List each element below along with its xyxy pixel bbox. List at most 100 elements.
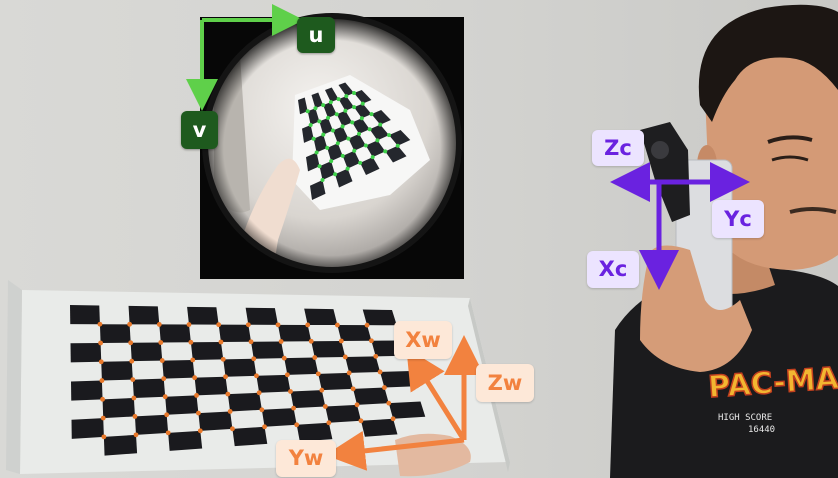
detected-corner (378, 370, 383, 375)
detected-corner (190, 358, 195, 363)
detected-corner (131, 396, 136, 401)
detected-corner (257, 390, 262, 395)
detected-corner (351, 386, 356, 391)
detected-corner (309, 339, 314, 344)
detected-corner (382, 385, 387, 390)
checker-square (133, 379, 165, 398)
detected-corner (285, 372, 290, 377)
world-axis-x-label: Xw (394, 321, 452, 359)
detected-corner (196, 411, 201, 416)
detected-corner (365, 323, 370, 328)
detected-corner (249, 339, 254, 344)
checker-square (318, 373, 353, 390)
detected-corner (359, 418, 364, 423)
detected-corner (335, 323, 340, 328)
detected-corner (219, 340, 224, 345)
checker-square (246, 308, 278, 325)
checker-square (191, 342, 223, 360)
detected-corner (127, 322, 132, 327)
detected-corner (326, 420, 331, 425)
checker-square (195, 377, 228, 396)
world-axis-y-label: Yw (276, 440, 336, 477)
detected-corner (194, 393, 199, 398)
checker-square (232, 427, 267, 446)
detected-corner (128, 340, 133, 345)
detected-corner (98, 322, 103, 327)
detected-corner (101, 434, 106, 439)
checker-square (262, 408, 297, 427)
detected-corner (98, 341, 103, 346)
detected-corner (369, 338, 374, 343)
detected-corner (259, 407, 264, 412)
detected-corner (198, 428, 203, 433)
camera-axis-z-label: Zc (592, 130, 644, 166)
checker-square (219, 325, 251, 342)
checker-square (297, 423, 333, 442)
detected-corner (129, 359, 134, 364)
checker-square (380, 371, 416, 388)
detected-corner (160, 358, 165, 363)
detected-corner (158, 340, 163, 345)
checker-square (129, 306, 160, 325)
checker-square (361, 419, 397, 437)
detected-corner (221, 357, 226, 362)
detected-corner (163, 394, 168, 399)
checker-square (71, 343, 102, 362)
detected-corner (373, 354, 378, 359)
detected-corner (305, 323, 310, 328)
checker-square (345, 356, 380, 373)
checker-square (311, 341, 345, 358)
checker-square (103, 398, 135, 418)
checker-square (165, 395, 198, 414)
checker-square (228, 393, 262, 412)
detected-corner (134, 432, 139, 437)
detected-corner (254, 373, 259, 378)
checker-square (278, 325, 311, 342)
checker-square (100, 324, 131, 343)
detected-corner (355, 402, 360, 407)
checker-square (353, 388, 389, 405)
detected-corner (130, 377, 135, 382)
detected-corner (343, 355, 348, 360)
detected-corner (262, 424, 267, 429)
checker-square (159, 324, 191, 342)
checker-square (70, 305, 100, 324)
checker-square (162, 360, 194, 379)
detected-corner (99, 359, 104, 364)
detected-corner (279, 339, 284, 344)
detected-corner (101, 416, 106, 421)
detected-corner (276, 322, 281, 327)
detected-corner (223, 374, 228, 379)
world-axis-z-label: Zw (476, 364, 534, 402)
detected-corner (391, 416, 396, 421)
detected-corner (192, 375, 197, 380)
detected-corner (339, 339, 344, 344)
checker-square (325, 405, 361, 423)
detected-corner (347, 371, 352, 376)
checker-square (135, 415, 168, 435)
detected-corner (187, 322, 192, 327)
detected-corner (246, 322, 251, 327)
detected-corner (288, 389, 293, 394)
detected-corner (216, 322, 221, 327)
detected-corner (161, 376, 166, 381)
detected-corner (316, 371, 321, 376)
camera-axis-x-label: Xc (587, 251, 639, 288)
detected-corner (188, 340, 193, 345)
checker-square (104, 435, 137, 456)
detected-corner (228, 409, 233, 414)
checker-square (131, 343, 163, 362)
detected-corner (133, 414, 138, 419)
detected-corner (386, 401, 391, 406)
detected-corner (312, 355, 317, 360)
checker-square (168, 431, 202, 451)
shirt-high-score-label: HIGH SCORE (718, 413, 772, 423)
physical-checkerboard (6, 280, 510, 476)
checker-square (389, 402, 425, 419)
detected-corner (100, 378, 105, 383)
checker-square (304, 309, 337, 325)
checker-square (71, 381, 103, 401)
checker-square (72, 418, 104, 439)
image-axis-u-label: u (297, 17, 335, 53)
